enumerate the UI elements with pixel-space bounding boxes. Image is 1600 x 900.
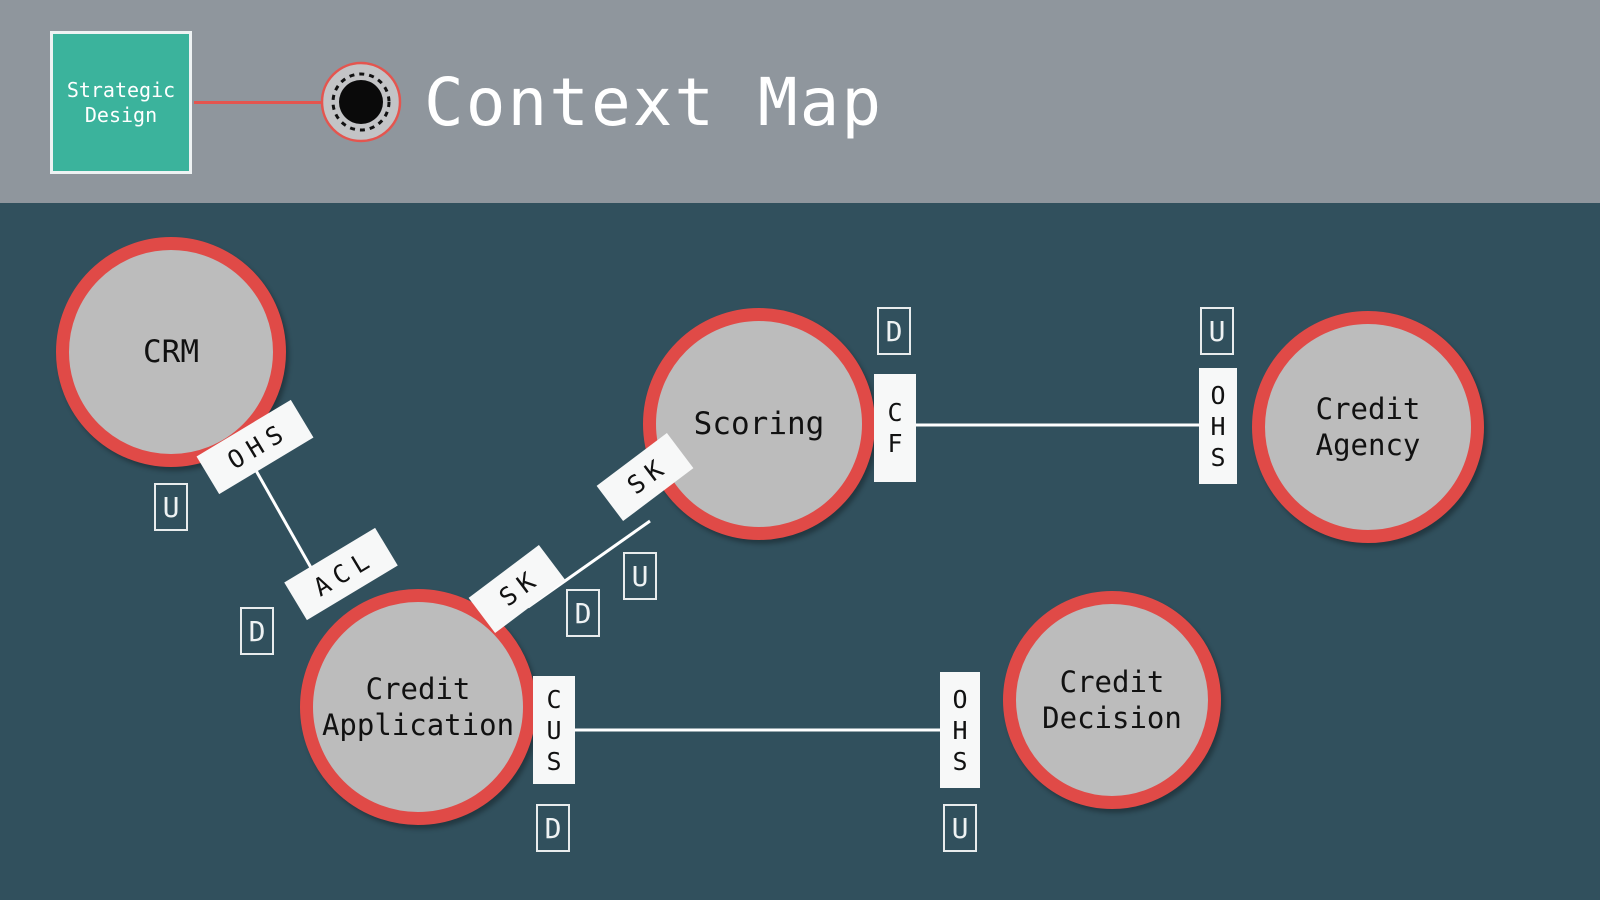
context-map-node-icon [320,61,402,143]
bounded-context-label: Credit Decision [1042,665,1182,735]
role-badge-d-credit-application-decision[interactable]: D [536,804,570,852]
bounded-context-scoring[interactable]: Scoring [643,308,875,540]
bounded-context-credit-decision[interactable]: Credit Decision [1003,591,1221,809]
role-badge-u-credit-decision[interactable]: U [943,804,977,852]
bounded-context-label: Scoring [693,406,825,442]
slide-header: Strategic Design Context Map [0,0,1600,203]
bounded-context-label: CRM [143,334,199,370]
role-badge-u-scoring[interactable]: U [623,552,657,600]
context-map-canvas: CRM Scoring Credit Agency Credit Applica… [0,203,1600,900]
page-title: Context Map [424,64,884,141]
role-badge-d-scoring[interactable]: D [877,307,911,355]
role-badge-d-credit-application-scoring[interactable]: D [566,589,600,637]
role-badge-u-crm[interactable]: U [154,483,188,531]
breadcrumb-connector-line [194,101,326,104]
bounded-context-label: Credit Application [321,672,515,742]
breadcrumb-label: Strategic Design [66,77,176,127]
breadcrumb-strategic-design[interactable]: Strategic Design [50,31,192,174]
bounded-context-label: Credit Agency [1315,392,1421,462]
role-badge-u-credit-agency[interactable]: U [1200,307,1234,355]
role-badge-d-credit-application[interactable]: D [240,607,274,655]
bounded-context-credit-agency[interactable]: Credit Agency [1252,311,1484,543]
